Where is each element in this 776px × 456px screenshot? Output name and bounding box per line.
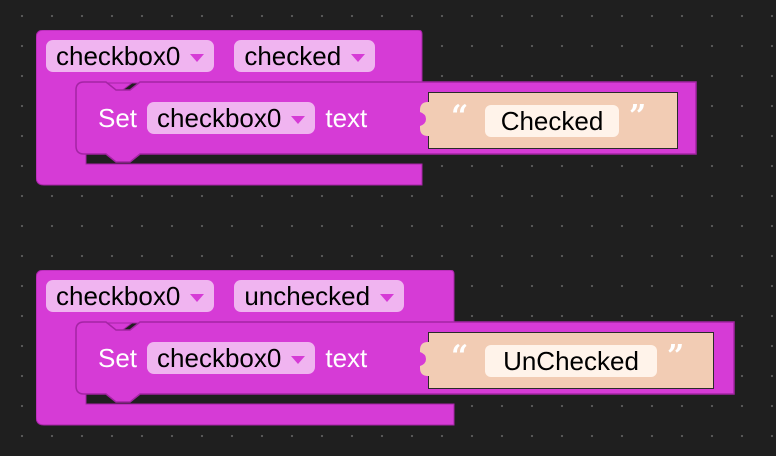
event-dropdown[interactable]: unchecked: [234, 280, 405, 312]
property-label: text: [325, 102, 368, 133]
chevron-down-icon: [190, 53, 205, 62]
event-dropdown-label: checked: [244, 40, 342, 71]
target-dropdown[interactable]: checkbox0: [147, 342, 316, 374]
string-connector-icon: [420, 342, 434, 376]
open-quote-icon: “: [451, 339, 469, 374]
component-dropdown-label: checkbox0: [56, 280, 181, 311]
open-quote-icon: “: [451, 99, 469, 134]
close-quote-icon: ”: [629, 99, 647, 134]
string-block[interactable]: “ UnChecked ”: [428, 332, 714, 389]
component-dropdown[interactable]: checkbox0: [46, 40, 215, 72]
event-block-unchecked[interactable]: checkbox0 unchecked Set checkbox0 text “…: [36, 270, 776, 430]
string-value-field[interactable]: UnChecked: [485, 345, 657, 377]
component-dropdown-label: checkbox0: [56, 40, 181, 71]
set-label: Set: [98, 342, 138, 373]
chevron-down-icon: [380, 293, 395, 302]
string-connector-icon: [420, 102, 434, 136]
set-label: Set: [98, 102, 138, 133]
component-dropdown[interactable]: checkbox0: [46, 280, 215, 312]
event-block-checked[interactable]: checkbox0 checked Set checkbox0 text “ C…: [36, 30, 736, 190]
set-text-statement[interactable]: Set checkbox0 text: [98, 342, 367, 374]
target-dropdown-label: checkbox0: [157, 342, 282, 373]
chevron-down-icon: [291, 115, 306, 124]
set-text-statement[interactable]: Set checkbox0 text: [98, 102, 367, 134]
event-dropdown-label: unchecked: [244, 280, 371, 311]
target-dropdown-label: checkbox0: [157, 102, 282, 133]
string-value-field[interactable]: Checked: [485, 105, 619, 137]
chevron-down-icon: [190, 293, 205, 302]
event-dropdown[interactable]: checked: [234, 40, 376, 72]
close-quote-icon: ”: [667, 339, 685, 374]
target-dropdown[interactable]: checkbox0: [147, 102, 316, 134]
property-label: text: [325, 342, 368, 373]
string-block[interactable]: “ Checked ”: [428, 92, 678, 149]
chevron-down-icon: [291, 355, 306, 364]
chevron-down-icon: [351, 53, 366, 62]
